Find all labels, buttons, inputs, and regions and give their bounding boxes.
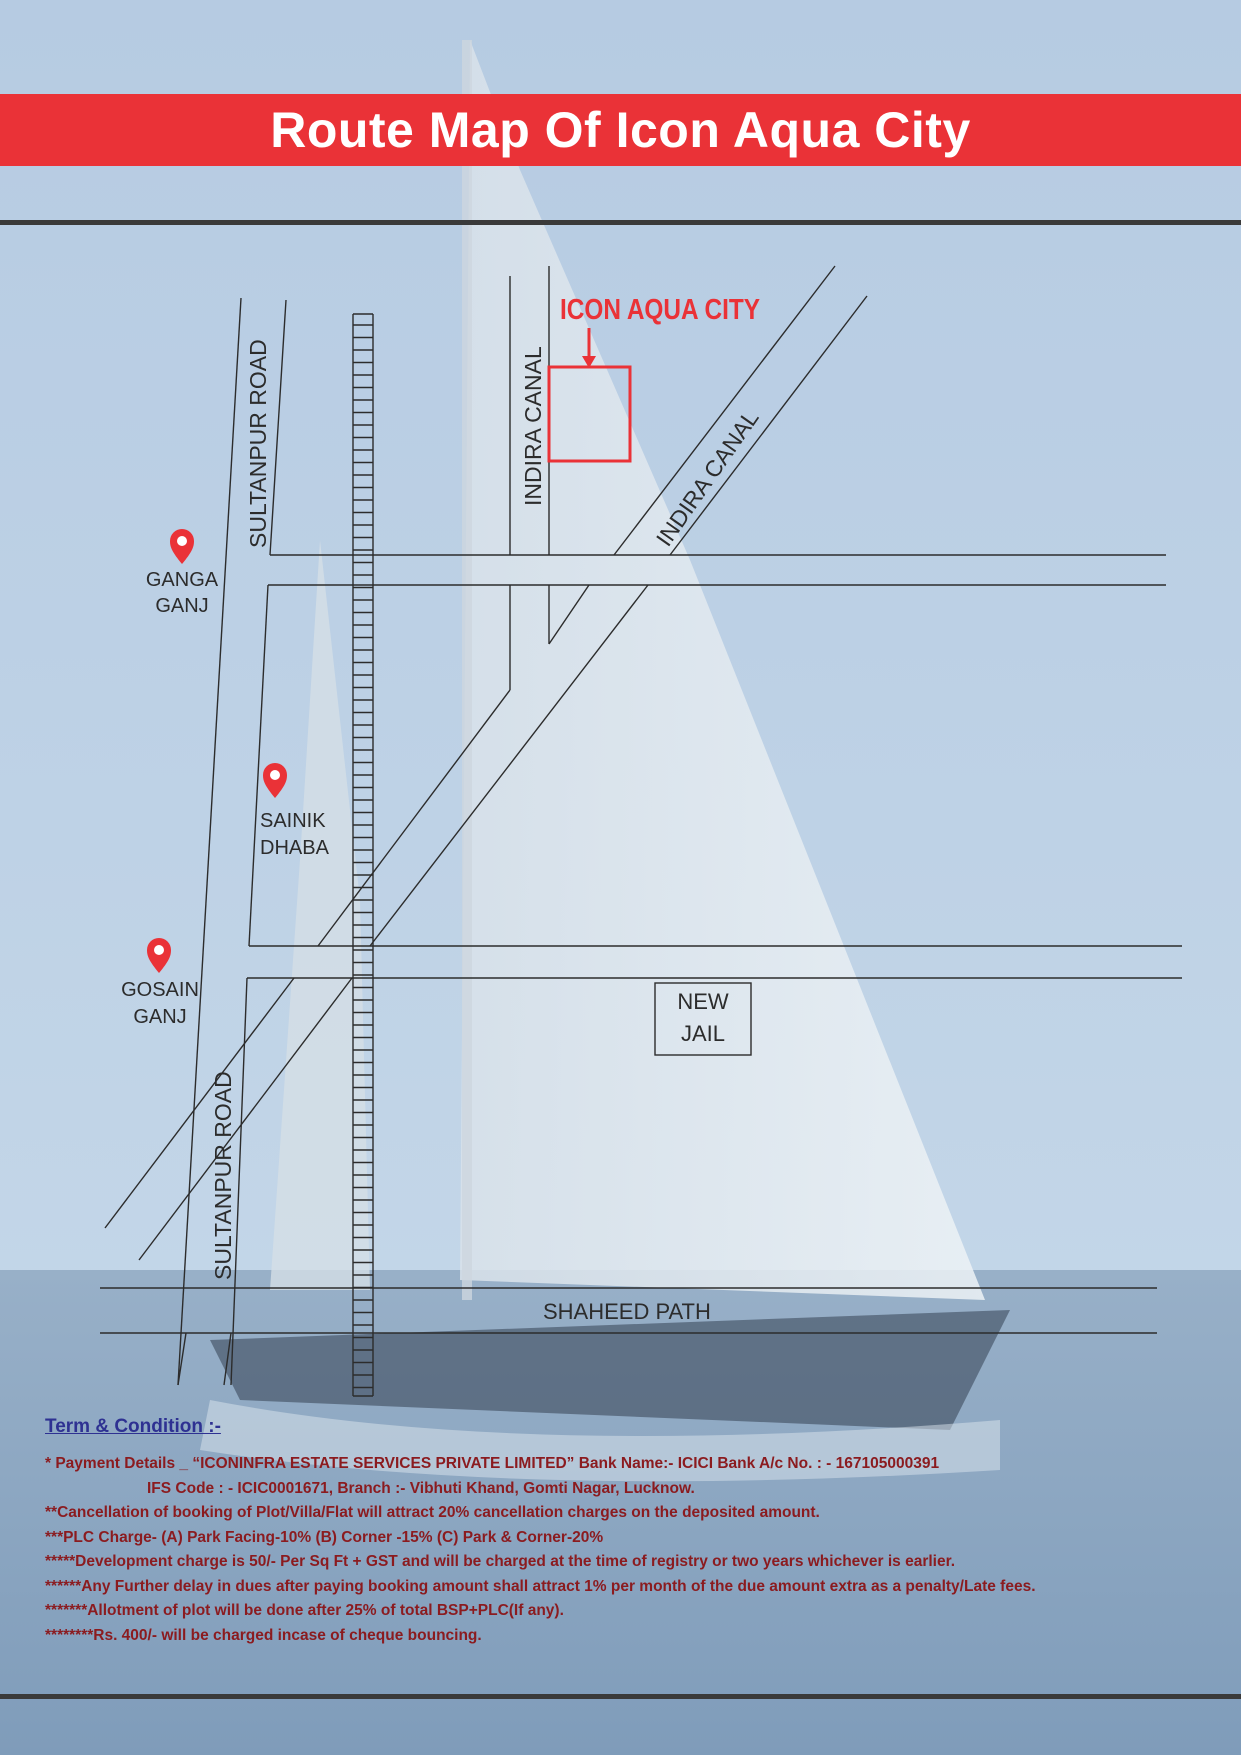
place-label-line1: SAINIK bbox=[260, 810, 326, 832]
top-divider bbox=[0, 220, 1241, 225]
indira-canal-diagonal-left-upper bbox=[613, 265, 836, 556]
terms-section: Term & Condition :- * Payment Details _ … bbox=[45, 1416, 1225, 1648]
title-banner: Route Map Of Icon Aqua City bbox=[0, 94, 1241, 166]
location-pin-icon bbox=[147, 938, 171, 973]
sultanpur-road-edge-left bbox=[177, 297, 242, 1386]
terms-line: ***PLC Charge- (A) Park Facing-10% (B) C… bbox=[45, 1528, 604, 1546]
place-label-line1: GANGA bbox=[146, 569, 219, 591]
destination-marker: ICON AQUA CITY bbox=[547, 294, 760, 463]
location-pin-icon bbox=[263, 763, 287, 798]
sultanpur-road-label-bottom: SULTANPUR ROAD bbox=[210, 1071, 236, 1280]
sultanpur-road-south-left bbox=[177, 1332, 187, 1386]
page-title: Route Map Of Icon Aqua City bbox=[270, 102, 971, 158]
railway-track bbox=[352, 313, 374, 1397]
terms-line: ********Rs. 400/- will be charged incase… bbox=[45, 1626, 482, 1644]
location-pin-icon bbox=[170, 529, 194, 564]
sultanpur-road-label-top: SULTANPUR ROAD bbox=[245, 339, 271, 548]
indira-canal-label-vertical: INDIRA CANAL bbox=[520, 346, 546, 506]
terms-title: Term & Condition :- bbox=[45, 1416, 221, 1437]
indira-canal-diagonal-right-upper bbox=[669, 295, 868, 556]
destination-arrow-icon bbox=[582, 356, 596, 368]
sultanpur-road-south-right bbox=[223, 1332, 232, 1386]
place-label-line2: GANJ bbox=[155, 595, 208, 617]
terms-line: **Cancellation of booking of Plot/Villa/… bbox=[45, 1504, 820, 1521]
terms-line: IFS Code : - ICIC0001671, Branch :- Vibh… bbox=[147, 1479, 695, 1497]
indira-canal-diagonal-right-mid bbox=[369, 584, 649, 947]
terms-line: * Payment Details _ “ICONINFRA ESTATE SE… bbox=[45, 1455, 940, 1472]
bottom-divider bbox=[0, 1694, 1241, 1699]
sultanpur-road-edge-right-mid bbox=[248, 584, 269, 947]
indira-canal-diagonal-right-lower bbox=[138, 977, 353, 1261]
indira-canal-label-diagonal: INDIRA CANAL bbox=[651, 405, 764, 551]
shaheed-path-label: SHAHEED PATH bbox=[543, 1299, 711, 1324]
terms-line: *****Development charge is 50/- Per Sq F… bbox=[45, 1553, 956, 1570]
place-gosain-ganj: GOSAIN GANJ bbox=[121, 938, 199, 1028]
place-sainik-dhaba: SAINIK DHABA bbox=[260, 763, 330, 859]
sultanpur-road-edge-right-bottom bbox=[230, 977, 248, 1386]
place-label-line1: GOSAIN bbox=[121, 979, 199, 1001]
indira-canal-diagonal-left-lower bbox=[104, 977, 295, 1229]
sultanpur-road-edge-right-top bbox=[269, 299, 287, 556]
destination-label: ICON AQUA CITY bbox=[560, 294, 760, 326]
new-jail-label-line2: JAIL bbox=[681, 1021, 725, 1046]
place-label-line2: DHABA bbox=[260, 837, 330, 859]
place-ganga-ganj: GANGA GANJ bbox=[146, 529, 219, 617]
terms-line: ******Any Further delay in dues after pa… bbox=[45, 1577, 1036, 1595]
indira-canal-diagonal-left-mid bbox=[317, 689, 511, 947]
new-jail-label-line1: NEW bbox=[677, 989, 729, 1014]
indira-canal-diagonal-left-connector bbox=[548, 584, 590, 645]
new-jail-box bbox=[654, 982, 752, 1056]
place-label-line2: GANJ bbox=[133, 1006, 186, 1028]
terms-line: *******Allotment of plot will be done af… bbox=[45, 1602, 564, 1619]
destination-plot-box bbox=[547, 365, 632, 463]
